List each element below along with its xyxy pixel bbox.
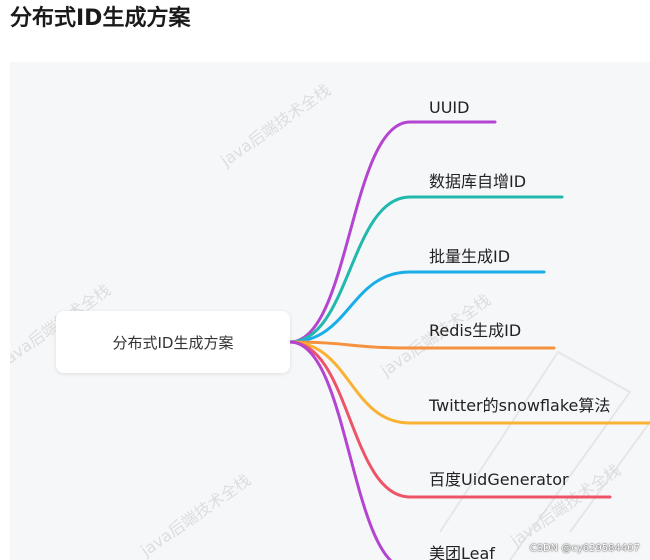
branch-label-uid-generator[interactable]: 百度UidGenerator	[429, 470, 569, 489]
mindmap-canvas: java后端技术全栈 java后端技术全栈 java后端技术全栈 java后端技…	[10, 62, 650, 560]
branch-connector	[288, 270, 546, 344]
watermark-outline	[439, 350, 650, 560]
root-node-label: 分布式ID生成方案	[112, 333, 234, 352]
branch-label-batch-generate[interactable]: 批量生成ID	[429, 247, 511, 266]
branch-label-db-auto-increment[interactable]: 数据库自增ID	[429, 172, 527, 191]
connector-layer	[288, 120, 650, 560]
page-title: 分布式ID生成方案	[10, 6, 191, 31]
branch-label-redis[interactable]: Redis生成ID	[429, 321, 522, 340]
branch-connector	[288, 340, 393, 560]
branch-label-uuid[interactable]: UUID	[429, 98, 470, 117]
footer-credit: CSDN @cy629584407	[529, 543, 640, 554]
root-node[interactable]: 分布式ID生成方案	[56, 311, 290, 373]
branch-connector	[288, 340, 650, 425]
branch-connector	[288, 120, 497, 344]
branch-connector	[288, 340, 612, 499]
branch-label-snowflake[interactable]: Twitter的snowflake算法	[429, 396, 611, 415]
branch-label-meituan-leaf[interactable]: 美团Leaf	[429, 544, 495, 560]
branch-connector	[288, 195, 564, 344]
branch-connector	[288, 340, 556, 350]
